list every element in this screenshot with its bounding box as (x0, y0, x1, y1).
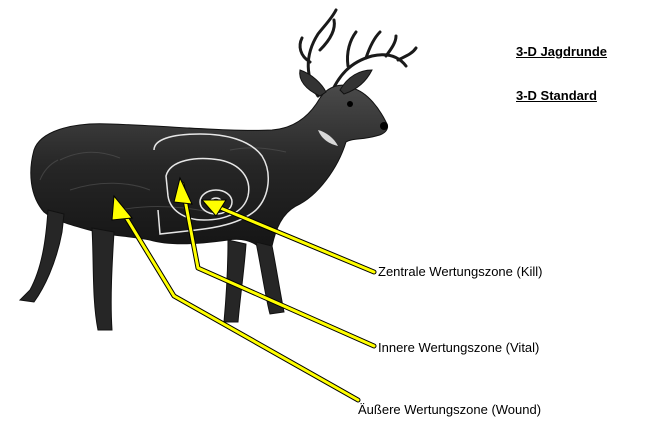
heading-jagdrunde: 3-D Jagdrunde (516, 44, 608, 59)
label-wound-zone: Äußere Wertungszone (Wound) (358, 402, 542, 417)
wound-zone-outline (153, 133, 269, 235)
pointer-arrows (111, 176, 377, 403)
arrow-kill-zone (200, 199, 377, 275)
heading-standard: 3-D Standard (516, 88, 597, 103)
arrow-wound-zone (111, 194, 361, 403)
vital-zone-outline (165, 157, 250, 221)
label-kill-zone: Zentrale Wertungszone (Kill) (378, 264, 543, 279)
label-vital-zone: Innere Wertungszone (Vital) (378, 340, 540, 355)
arrow-vital-zone (173, 176, 377, 349)
antlers (298, 8, 418, 98)
